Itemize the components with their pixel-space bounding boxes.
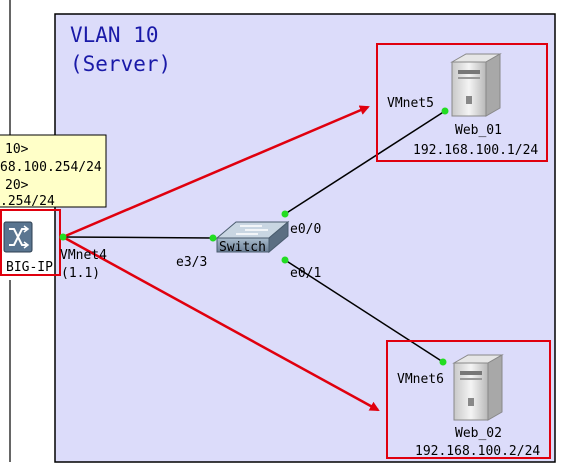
web02-interface-label: VMnet6: [397, 372, 444, 387]
bigip-highlight-box: [0, 209, 61, 276]
web01-server-icon: [450, 53, 502, 117]
left-info-line-3: 20>: [5, 178, 29, 193]
vlan-title: VLAN 10: [70, 23, 159, 47]
left-info-line-4: .254/24: [0, 194, 55, 209]
switch-port-e0-1: e0/1: [290, 266, 321, 281]
port-dot-switch-e0-0: [281, 210, 289, 218]
switch-port-e0-0: e0/0: [290, 222, 321, 237]
web02-highlight-box: [386, 340, 551, 459]
web01-name: Web_01: [455, 123, 502, 138]
web02-node[interactable]: Web_02 192.168.100.2/24: [386, 340, 551, 459]
switch-port-e3-3: e3/3: [176, 255, 207, 270]
web02-server-icon: [452, 354, 504, 421]
port-dot-web02: [439, 358, 447, 366]
bigip-cross-arrows-icon: [9, 228, 27, 246]
port-dot-switch-e3-3: [209, 234, 217, 242]
vlan-subtitle: (Server): [70, 52, 171, 76]
left-info-line-1: 10>: [5, 142, 29, 157]
port-dot-switch-e0-1: [281, 256, 289, 264]
flow-arrow-web02: [62, 235, 380, 412]
switch-label: Switch: [219, 240, 266, 255]
web01-ip: 192.168.100.1/24: [413, 143, 538, 158]
flow-arrow-web01: [62, 105, 370, 239]
switch-node[interactable]: Switch: [215, 220, 290, 255]
bigip-label: BIG-IP: [6, 260, 53, 275]
link-bigip-switch: [62, 236, 214, 239]
web01-interface-label: VMnet5: [387, 96, 434, 111]
web01-node[interactable]: Web_01 192.168.100.1/24: [376, 43, 548, 162]
link-switch-web01: [284, 110, 446, 215]
web02-ip: 192.168.100.2/24: [415, 444, 540, 459]
bigip-interface-label: VMnet4: [60, 248, 107, 263]
port-dot-web01: [441, 107, 449, 115]
bigip-node[interactable]: BIG-IP: [0, 209, 61, 276]
bigip-address-label: (1.1): [61, 266, 100, 281]
left-info-line-2: 68.100.254/24: [0, 160, 102, 175]
port-dot-bigip: [59, 233, 67, 241]
left-info-box: 10> 68.100.254/24 20> .254/24: [0, 134, 107, 209]
link-switch-web02: [284, 259, 444, 363]
web01-highlight-box: [376, 43, 548, 162]
web02-name: Web_02: [455, 426, 502, 441]
